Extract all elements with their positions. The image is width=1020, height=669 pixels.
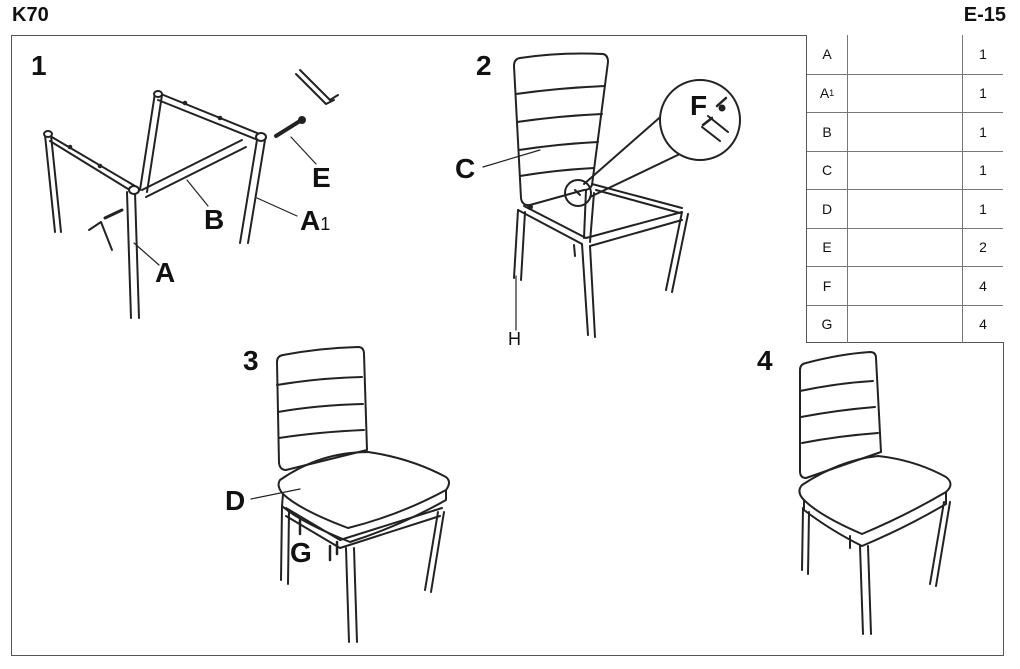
crossbar-icon xyxy=(847,113,963,151)
part-quantity: 4 xyxy=(979,316,987,333)
step2-backrest-drawing xyxy=(482,52,741,338)
label-f: F xyxy=(690,90,708,121)
instruction-frame xyxy=(11,35,1004,656)
step-number-2: 2 xyxy=(476,50,492,81)
label-h: H xyxy=(508,329,521,349)
part-letter: A xyxy=(822,46,832,63)
part-letter: C xyxy=(821,162,833,179)
parts-row: F 4 xyxy=(807,266,1003,305)
part-quantity: 1 xyxy=(979,200,987,217)
label-e: E xyxy=(312,162,331,193)
seat-cushion-icon xyxy=(847,190,963,228)
parts-row: A 1 xyxy=(807,35,1003,74)
label-g: G xyxy=(290,537,312,568)
step-number-3: 3 xyxy=(243,345,259,376)
part-quantity: 1 xyxy=(979,46,987,63)
step4-chair-drawing xyxy=(798,351,952,635)
part-quantity: 4 xyxy=(979,277,987,294)
label-a1: A1 xyxy=(300,205,331,236)
part-quantity: 1 xyxy=(979,85,987,102)
step-number-4: 4 xyxy=(757,345,773,376)
label-a: A xyxy=(155,257,176,288)
step1-frame-drawing xyxy=(43,69,339,319)
part-letter: G xyxy=(821,316,833,333)
screw-icon xyxy=(847,305,963,343)
model-number: K70 xyxy=(12,4,49,26)
part-quantity: 1 xyxy=(979,123,987,140)
parts-row: B 1 xyxy=(807,112,1003,151)
parts-row: G 4 xyxy=(807,304,1003,343)
part-letter: E xyxy=(822,239,832,256)
step-number-1: 1 xyxy=(31,50,47,81)
label-d: D xyxy=(225,485,246,516)
part-letter: F xyxy=(822,277,832,294)
short-bolt-icon xyxy=(847,267,963,305)
leg-frame-icon xyxy=(847,35,963,74)
product-code: E-15 xyxy=(963,4,1006,26)
leg-frame-icon xyxy=(847,74,963,112)
part-letter: B xyxy=(822,123,832,140)
parts-row: E 2 xyxy=(807,227,1003,266)
backrest-icon xyxy=(847,151,963,189)
long-bolt-icon xyxy=(847,228,963,266)
parts-row: C 1 xyxy=(807,150,1003,189)
label-c: C xyxy=(455,153,476,184)
parts-row: D 1 xyxy=(807,189,1003,228)
step3-seat-drawing xyxy=(250,346,450,643)
part-letter: D xyxy=(821,200,833,217)
part-quantity: 1 xyxy=(979,162,987,179)
label-b: B xyxy=(204,204,225,235)
part-quantity: 2 xyxy=(979,239,987,256)
